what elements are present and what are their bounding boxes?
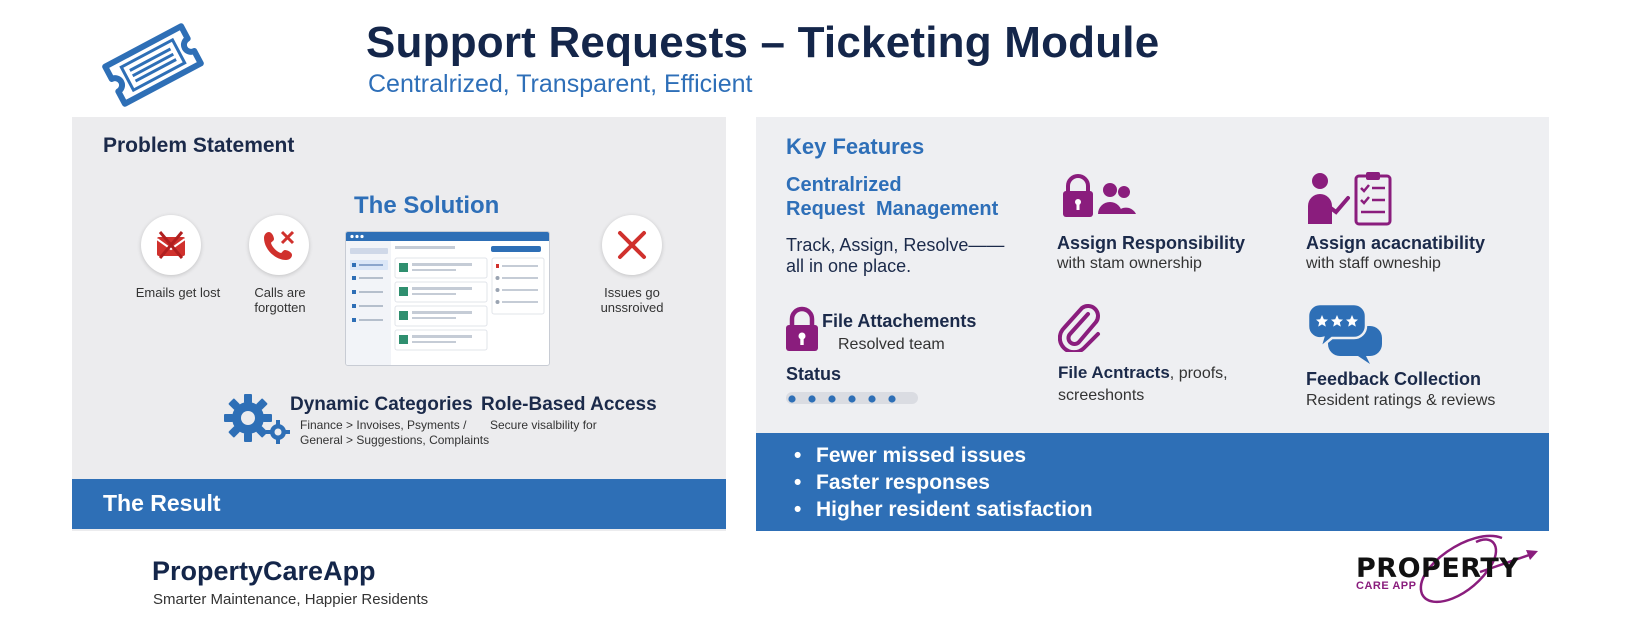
footer-tagline: Smarter Maintenance, Happier Residents <box>153 591 429 608</box>
assign-accountability-title: Assign acacnatibility <box>1306 233 1486 253</box>
feedback-collection-desc: Resident ratings & reviews <box>1306 392 1496 409</box>
app-preview-illustration <box>346 232 549 365</box>
status-step-dot <box>888 395 896 403</box>
file-contracts-text: File Acntracts, proofs,screeshonts <box>1058 363 1228 404</box>
assign-responsibility-title: Assign Responsibility <box>1057 233 1246 253</box>
centralized-management-desc: Track, Assign, Resolve——all in one place… <box>786 235 1005 276</box>
status-step-dot <box>828 395 836 403</box>
assign-accountability-desc: with staff owneship <box>1306 255 1441 272</box>
file-attachments-desc: Resolved team <box>838 336 945 353</box>
role-based-access-desc: Secure visalbility for <box>490 418 597 432</box>
result-heading: The Result <box>103 490 221 516</box>
file-contracts-title: File Acntracts <box>1058 363 1170 382</box>
status-progress-dots <box>788 395 896 403</box>
feedback-chat-icon <box>1306 302 1382 364</box>
lock-people-icon <box>1063 174 1136 217</box>
status-label: Status <box>786 364 842 384</box>
feedback-collection-title: Feedback Collection <box>1306 369 1482 389</box>
problem-label-emails: Emails get lost <box>135 285 221 300</box>
brand-swoosh-icon <box>1419 534 1538 604</box>
footer-app-name: PropertyCareApp <box>152 556 376 586</box>
brand-logo-subtext: CARE APP <box>1356 580 1417 592</box>
status-step-dot <box>808 395 816 403</box>
status-step-dot <box>788 395 796 403</box>
lock-icon <box>786 306 818 351</box>
assign-responsibility-desc: with stam ownership <box>1057 255 1202 272</box>
status-step-dot <box>848 395 856 403</box>
app-preview-window <box>345 231 550 366</box>
dynamic-categories-desc: Finance > Invoises, Psyments /General > … <box>300 418 490 447</box>
gears-icon <box>224 394 290 444</box>
key-features-heading: Key Features <box>786 134 925 159</box>
benefit-item: Faster responses <box>794 469 1093 496</box>
ticket-icon <box>102 23 204 107</box>
paperclip-icon <box>1058 304 1100 352</box>
person-clipboard-icon <box>1308 172 1392 226</box>
phone-cross-icon <box>249 215 309 275</box>
benefit-item: Higher resident satisfaction <box>794 496 1093 523</box>
solution-heading: The Solution <box>354 192 500 219</box>
brand-logo-text: PROPERTY <box>1356 553 1520 584</box>
page-subtitle: Centralrized, Transparent, Efficient <box>368 70 753 98</box>
status-step-dot <box>868 395 876 403</box>
benefit-item: Fewer missed issues <box>794 442 1093 469</box>
role-based-access-title: Role-Based Access <box>481 394 657 415</box>
status-progress-track <box>786 392 918 404</box>
result-bar <box>72 479 726 529</box>
benefits-list: Fewer missed issues Faster responses Hig… <box>794 442 1093 523</box>
envelope-cross-icon <box>141 215 201 275</box>
x-mark-icon <box>602 215 662 275</box>
page-title: Support Requests – Ticketing Module <box>366 18 1160 67</box>
problem-statement-heading: Problem Statement <box>103 134 295 157</box>
file-attachments-title: File Attachements <box>822 311 977 331</box>
dynamic-categories-title: Dynamic Categories <box>290 394 473 415</box>
